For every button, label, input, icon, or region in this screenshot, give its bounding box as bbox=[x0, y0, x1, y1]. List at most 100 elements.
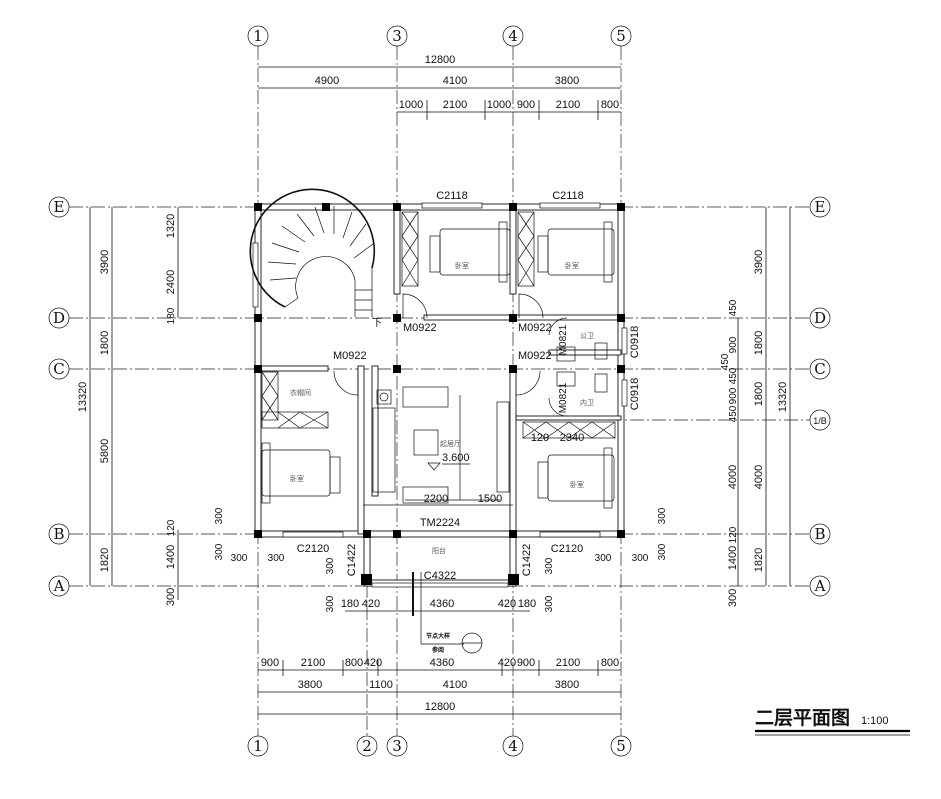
window-label: C1422 bbox=[346, 544, 358, 576]
svg-text:300: 300 bbox=[632, 553, 649, 564]
svg-text:2100: 2100 bbox=[301, 657, 325, 669]
svg-text:300: 300 bbox=[325, 557, 336, 574]
svg-text:4360: 4360 bbox=[430, 657, 454, 669]
svg-text:300: 300 bbox=[214, 507, 225, 524]
axis-label-3: 3 bbox=[392, 27, 402, 45]
door-label: M0922 bbox=[518, 322, 552, 334]
detail-callout: 节点大样 参阅 bbox=[420, 572, 483, 654]
svg-text:4000: 4000 bbox=[753, 465, 765, 489]
doors bbox=[333, 293, 568, 501]
dimensions-top: 12800 4900 4100 3800 1000 2100 1000 900 … bbox=[258, 54, 621, 120]
axis-label-b: B bbox=[53, 525, 64, 543]
svg-text:300: 300 bbox=[165, 588, 177, 606]
svg-text:800: 800 bbox=[601, 657, 619, 669]
axis-label-c: C bbox=[814, 360, 825, 378]
dimensions-right: 450 900 450 450 900 450 4000 120 1400 30… bbox=[595, 207, 791, 607]
svg-text:180: 180 bbox=[166, 307, 177, 324]
svg-text:5800: 5800 bbox=[99, 439, 111, 463]
svg-text:1400: 1400 bbox=[165, 545, 177, 569]
door-label: M0922 bbox=[518, 350, 552, 362]
spiral-staircase: 下 bbox=[249, 188, 382, 329]
room-label-balcony: 阳台 bbox=[432, 546, 446, 555]
svg-text:420: 420 bbox=[498, 657, 516, 669]
svg-text:13320: 13320 bbox=[77, 382, 89, 413]
svg-text:800: 800 bbox=[601, 99, 619, 111]
svg-text:120: 120 bbox=[166, 519, 177, 536]
window-labels: C2118 C2118 C2120 C2120 C1422 C1422 C432… bbox=[297, 190, 641, 582]
window-label: C2118 bbox=[436, 190, 468, 202]
svg-text:300: 300 bbox=[544, 595, 555, 612]
beds bbox=[261, 221, 615, 509]
svg-text:1820: 1820 bbox=[753, 548, 765, 572]
svg-text:2100: 2100 bbox=[556, 657, 580, 669]
balcony-dimensions: 180 420 4360 420 180 300 300 300 300 bbox=[325, 557, 555, 612]
svg-text:1000: 1000 bbox=[487, 99, 511, 111]
axis-label-4: 4 bbox=[508, 27, 518, 45]
svg-text:3800: 3800 bbox=[555, 679, 579, 691]
svg-text:120: 120 bbox=[531, 432, 549, 444]
svg-text:4100: 4100 bbox=[443, 679, 467, 691]
axis-label-e: E bbox=[815, 198, 826, 216]
svg-text:1800: 1800 bbox=[753, 331, 765, 355]
svg-text:4360: 4360 bbox=[430, 598, 454, 610]
svg-text:450: 450 bbox=[720, 353, 731, 370]
svg-text:1820: 1820 bbox=[99, 548, 111, 572]
svg-text:1000: 1000 bbox=[399, 99, 423, 111]
axis-bubbles-left: E D C B A bbox=[48, 196, 70, 597]
dimensions-left: 13320 3900 1800 5800 1820 1320 2400 180 … bbox=[77, 207, 285, 606]
window-label: C2120 bbox=[297, 543, 329, 555]
floor-elevation: 3.600 bbox=[442, 452, 470, 464]
svg-text:300: 300 bbox=[657, 507, 668, 524]
svg-text:3800: 3800 bbox=[555, 75, 579, 87]
axis-label-a: A bbox=[814, 577, 826, 595]
axis-label-e: E bbox=[54, 198, 65, 216]
svg-text:180: 180 bbox=[341, 598, 359, 610]
window-label: C2120 bbox=[551, 543, 583, 555]
dimensions-bottom: 900 2100 800 420 4360 420 900 2100 800 3… bbox=[258, 657, 621, 715]
svg-text:参阅: 参阅 bbox=[431, 646, 444, 654]
svg-text:1500: 1500 bbox=[478, 493, 502, 505]
axis-label-d: D bbox=[814, 309, 826, 327]
axis-bubbles-bottom: 1 2 3 4 5 bbox=[247, 735, 632, 757]
axis-label-1: 1 bbox=[253, 737, 263, 755]
door-label: M0922 bbox=[403, 322, 437, 334]
axis-grid bbox=[69, 46, 810, 736]
axis-label-c: C bbox=[53, 360, 64, 378]
axis-label-a: A bbox=[53, 577, 65, 595]
room-label-bedroom: 卧室 bbox=[570, 480, 584, 489]
axis-label-b: B bbox=[814, 525, 825, 543]
svg-text:900: 900 bbox=[517, 99, 535, 111]
svg-text:4100: 4100 bbox=[443, 75, 467, 87]
room-labels: 卧室 卧室 卧室 卧室 衣帽间 起居厅 公卫 内卫 阳台 bbox=[290, 261, 594, 555]
svg-text:300: 300 bbox=[214, 543, 225, 560]
svg-text:300: 300 bbox=[657, 543, 668, 560]
axis-label-3: 3 bbox=[392, 737, 402, 755]
axis-label-1: 1 bbox=[253, 27, 263, 45]
svg-text:900: 900 bbox=[517, 657, 535, 669]
svg-text:2100: 2100 bbox=[443, 99, 467, 111]
svg-text:180: 180 bbox=[518, 598, 536, 610]
title-text: 二层平面图 bbox=[755, 707, 850, 729]
svg-text:300: 300 bbox=[544, 557, 555, 574]
axis-label-5: 5 bbox=[616, 737, 626, 755]
axis-label-5: 5 bbox=[616, 27, 626, 45]
svg-text:12800: 12800 bbox=[425, 54, 456, 66]
svg-text:2340: 2340 bbox=[560, 432, 584, 444]
svg-text:300: 300 bbox=[231, 553, 248, 564]
svg-text:800: 800 bbox=[345, 657, 363, 669]
svg-text:13320: 13320 bbox=[777, 382, 789, 413]
svg-text:300: 300 bbox=[595, 553, 612, 564]
svg-text:1800: 1800 bbox=[99, 331, 111, 355]
drawing-title: 二层平面图 1:100 bbox=[755, 707, 910, 736]
room-label-public-bath: 公卫 bbox=[580, 332, 594, 340]
windows bbox=[252, 202, 628, 616]
title-scale: 1:100 bbox=[861, 715, 889, 727]
svg-text:12800: 12800 bbox=[425, 701, 456, 713]
window-label: C2118 bbox=[552, 190, 584, 202]
svg-text:2400: 2400 bbox=[165, 270, 177, 294]
room-label-living: 起居厅 bbox=[440, 440, 461, 448]
svg-text:1800: 1800 bbox=[753, 382, 765, 406]
axis-bubbles-right: E D C 1/B B A bbox=[809, 196, 831, 597]
interior-dimensions: 1500 2200 120 2340 bbox=[363, 432, 584, 506]
